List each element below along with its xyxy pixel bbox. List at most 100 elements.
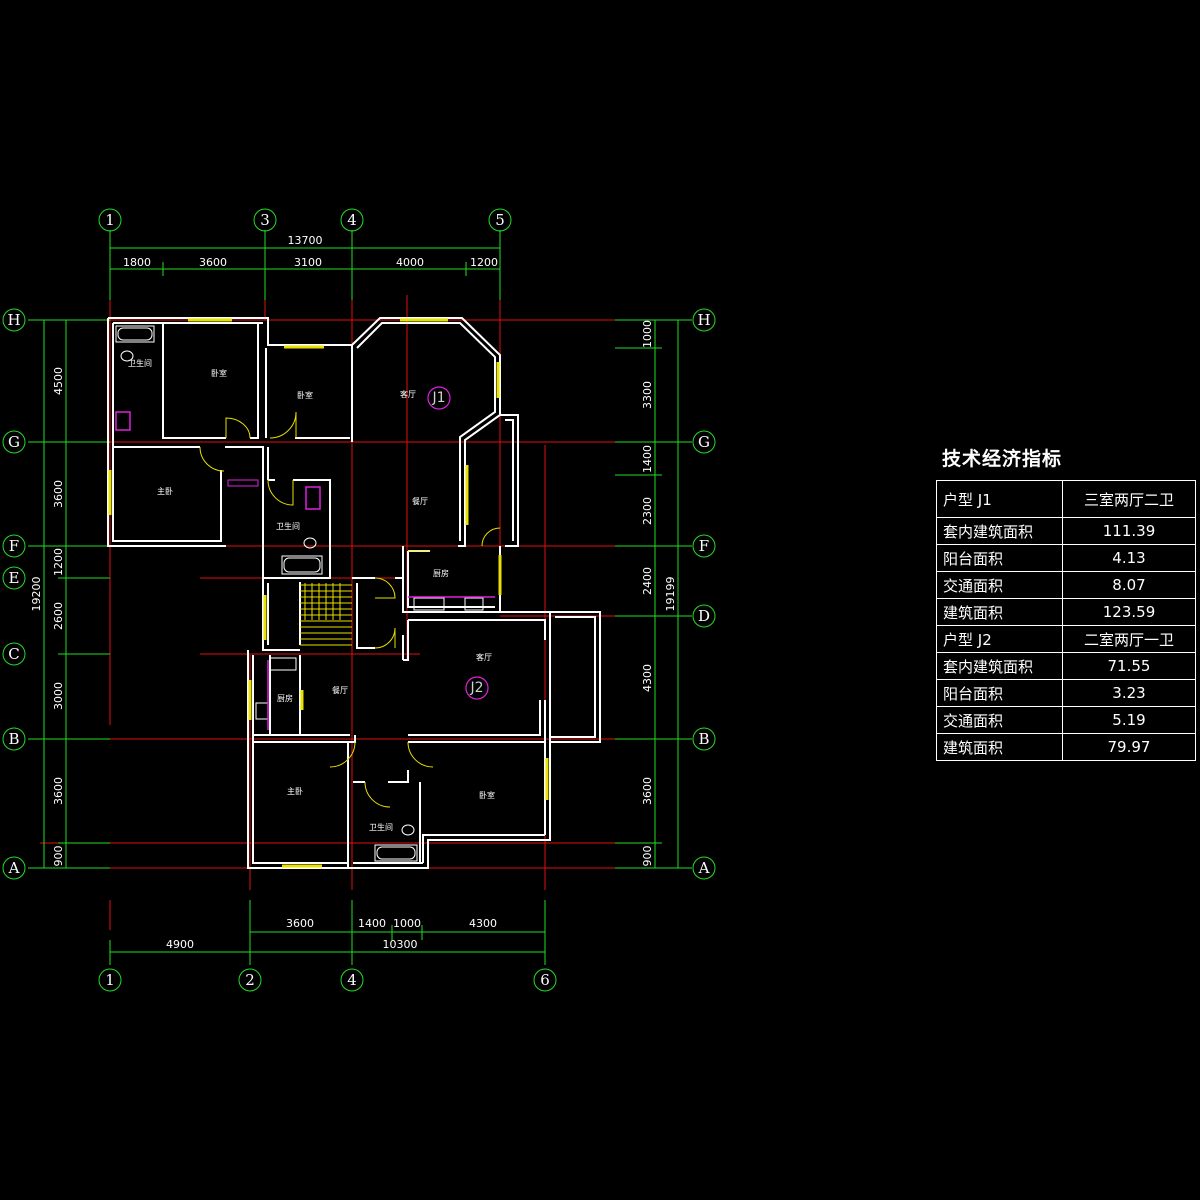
- axis-bubbles-bottom: 1 2 4 6: [98, 968, 557, 992]
- room-label-bathroom: 卫生间: [128, 358, 152, 368]
- dim-value: 3600: [52, 777, 65, 805]
- room-label-living-room: 客厅: [476, 652, 492, 662]
- dim-value: 4300: [641, 664, 654, 692]
- axis-label: B: [8, 730, 19, 748]
- axis-label: H: [697, 311, 710, 329]
- room-label-kitchen: 厨房: [277, 693, 293, 703]
- room-label-bathroom: 卫生间: [369, 822, 393, 832]
- dim-value: 900: [52, 846, 65, 867]
- room-label-bedroom: 卧室: [211, 368, 227, 378]
- row-key: 建筑面积: [936, 733, 1063, 761]
- dim-total: 19200: [30, 577, 43, 612]
- dim-value: 3300: [641, 381, 654, 409]
- dim-value: 900: [641, 846, 654, 867]
- axis-label: G: [8, 433, 20, 451]
- dim-value: 3600: [641, 777, 654, 805]
- dim-total: 19199: [664, 577, 677, 612]
- unit-tag-j2: J2: [469, 680, 483, 696]
- technical-economic-index-table: 户型 J1 三室两厅二卫 套内建筑面积 111.39 阳台面积 4.13 交通面…: [936, 480, 1196, 761]
- room-label-bedroom: 卧室: [479, 790, 495, 800]
- axis-label: A: [8, 859, 20, 877]
- row-value: 123.59: [1062, 598, 1196, 626]
- dim-value: 10300: [383, 938, 418, 951]
- room-label-bedroom: 卧室: [297, 390, 313, 400]
- dim-value: 1200: [52, 548, 65, 576]
- row-value: 3.23: [1062, 679, 1196, 707]
- axis-label: 1: [105, 211, 115, 229]
- row-value: 5.19: [1062, 706, 1196, 734]
- room-label-dining-room: 餐厅: [332, 686, 348, 695]
- room-label-master-bedroom: 主卧: [287, 786, 303, 796]
- table-row: 户型 J1 三室两厅二卫: [936, 480, 1196, 518]
- table-row: 交通面积 5.19: [936, 706, 1196, 734]
- axis-label: F: [9, 537, 19, 555]
- row-key: 阳台面积: [936, 544, 1063, 572]
- axis-label: C: [8, 645, 19, 663]
- dim-value: 13700: [288, 234, 323, 247]
- row-key: 交通面积: [936, 571, 1063, 599]
- row-key: 阳台面积: [936, 679, 1063, 707]
- dim-value: 1000: [641, 320, 654, 348]
- windows: [108, 318, 549, 868]
- bottom-dimension-text: 3600 1400 1000 4300 4900 10300: [166, 917, 497, 951]
- dim-value: 3000: [52, 682, 65, 710]
- table-row: 建筑面积 79.97: [936, 733, 1196, 761]
- dim-value: 4300: [469, 917, 497, 930]
- row-value: 71.55: [1062, 652, 1196, 680]
- axis-label: B: [698, 730, 709, 748]
- row-value: 4.13: [1062, 544, 1196, 572]
- dim-value: 4000: [396, 256, 424, 269]
- table-row: 交通面积 8.07: [936, 571, 1196, 599]
- right-dimension-lines: [615, 319, 692, 869]
- axis-label: 3: [260, 211, 270, 229]
- row-value: 111.39: [1062, 517, 1196, 545]
- table-row: 阳台面积 4.13: [936, 544, 1196, 572]
- row-value: 三室两厅二卫: [1062, 480, 1196, 518]
- econ-table-title: 技术经济指标: [942, 448, 1063, 470]
- row-value: 8.07: [1062, 571, 1196, 599]
- table-row: 套内建筑面积 111.39: [936, 517, 1196, 545]
- axis-bubbles-right: H G F D B A: [692, 308, 716, 880]
- axis-bubbles-top: 1 3 4 5: [98, 208, 512, 232]
- axis-label: 6: [540, 971, 550, 989]
- row-key: 套内建筑面积: [936, 652, 1063, 680]
- row-key: 户型 J2: [936, 625, 1063, 653]
- unit-tag-j1: J1: [431, 390, 445, 406]
- dim-value: 2300: [641, 497, 654, 525]
- row-value: 79.97: [1062, 733, 1196, 761]
- room-labels: 卫生间 卧室 卧室 客厅 主卧 卫生间 餐厅 厨房 客厅 厨房 餐厅 主卧 卫生…: [128, 358, 495, 832]
- dim-value: 1000: [393, 917, 421, 930]
- axis-label: 1: [105, 971, 115, 989]
- row-key: 建筑面积: [936, 598, 1063, 626]
- table-row: 户型 J2 二室两厅一卫: [936, 625, 1196, 653]
- room-label-kitchen: 厨房: [433, 568, 449, 578]
- table-row: 建筑面积 123.59: [936, 598, 1196, 626]
- walls: [107, 317, 601, 869]
- bottom-dimension-lines: [109, 900, 546, 965]
- axis-label: 2: [245, 971, 255, 989]
- dim-value: 3600: [286, 917, 314, 930]
- room-label-living-room: 客厅: [400, 389, 416, 399]
- axis-label: G: [698, 433, 710, 451]
- dim-value: 1400: [358, 917, 386, 930]
- left-dimension-text: 4500 3600 1200 2600 3000 3600 900 19200: [30, 367, 65, 867]
- row-value: 二室两厅一卫: [1062, 625, 1196, 653]
- dim-value: 4500: [52, 367, 65, 395]
- row-key: 户型 J1: [936, 480, 1063, 518]
- row-key: 套内建筑面积: [936, 517, 1063, 545]
- dim-value: 2400: [641, 567, 654, 595]
- room-label-dining-room: 餐厅: [412, 497, 428, 506]
- dim-value: 1800: [123, 256, 151, 269]
- axis-label: A: [698, 859, 710, 877]
- axis-label: 4: [347, 211, 357, 229]
- right-dimension-text: 1000 3300 1400 2300 2400 4300 3600 900 1…: [641, 320, 677, 867]
- row-key: 交通面积: [936, 706, 1063, 734]
- room-label-bathroom: 卫生间: [276, 521, 300, 531]
- axis-bubbles-left: H G F E C B A: [2, 308, 26, 880]
- doors: [199, 411, 501, 808]
- axis-label: 5: [495, 211, 505, 229]
- axis-label: H: [7, 311, 20, 329]
- dim-value: 3100: [294, 256, 322, 269]
- top-dimension-text: 13700 1800 3600 3100 4000 1200: [123, 234, 498, 269]
